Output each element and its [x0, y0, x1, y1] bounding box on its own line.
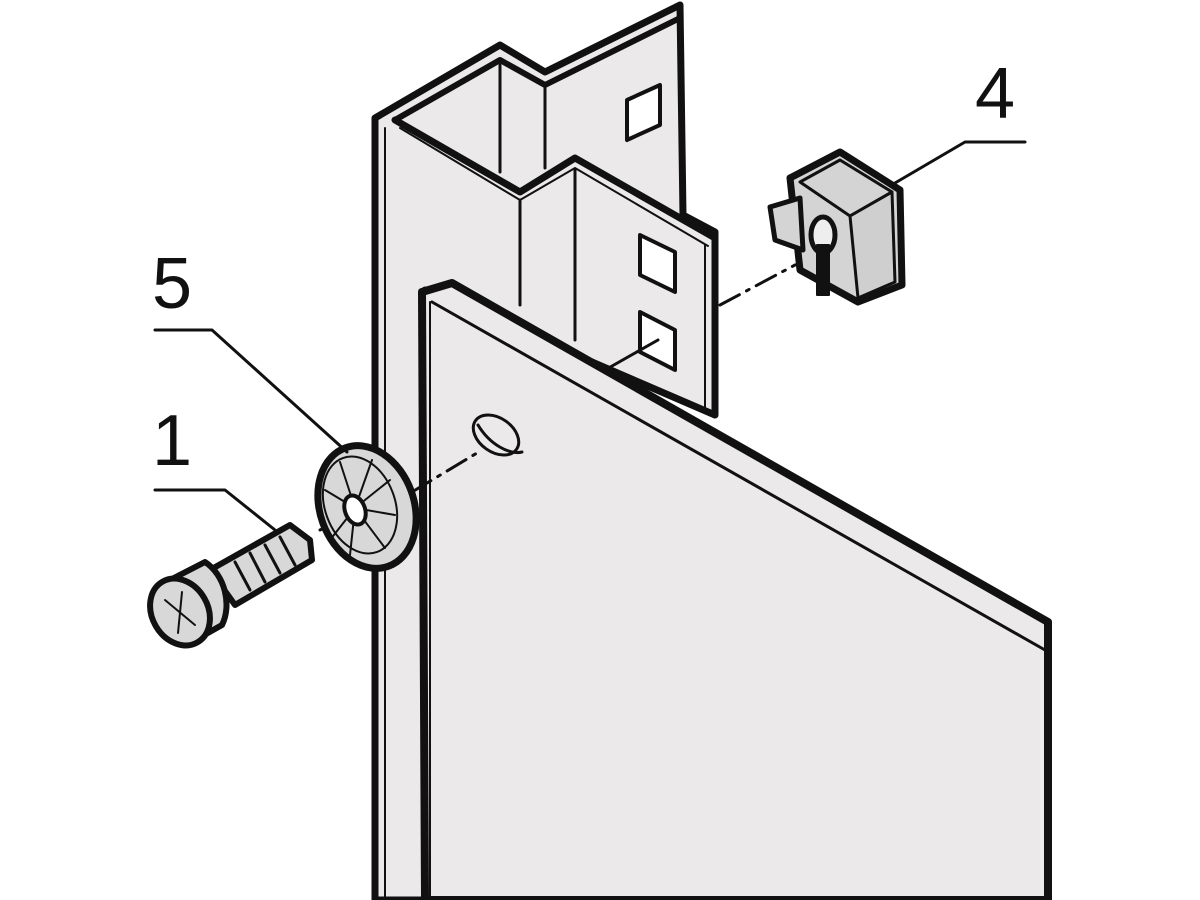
washer: [314, 442, 420, 572]
panel-hole: [471, 413, 524, 457]
callout-label-washer: 5: [152, 244, 193, 324]
rail-square-hole: [625, 83, 677, 372]
callout-label-cage-nut: 4: [975, 54, 1016, 134]
mounting-rail: [371, 1, 719, 900]
leader-lines: [153, 140, 1027, 532]
cage-nut: [767, 148, 906, 306]
screw: [147, 522, 315, 649]
callout-label-screw: 1: [152, 401, 193, 481]
side-panel: [418, 279, 1052, 900]
